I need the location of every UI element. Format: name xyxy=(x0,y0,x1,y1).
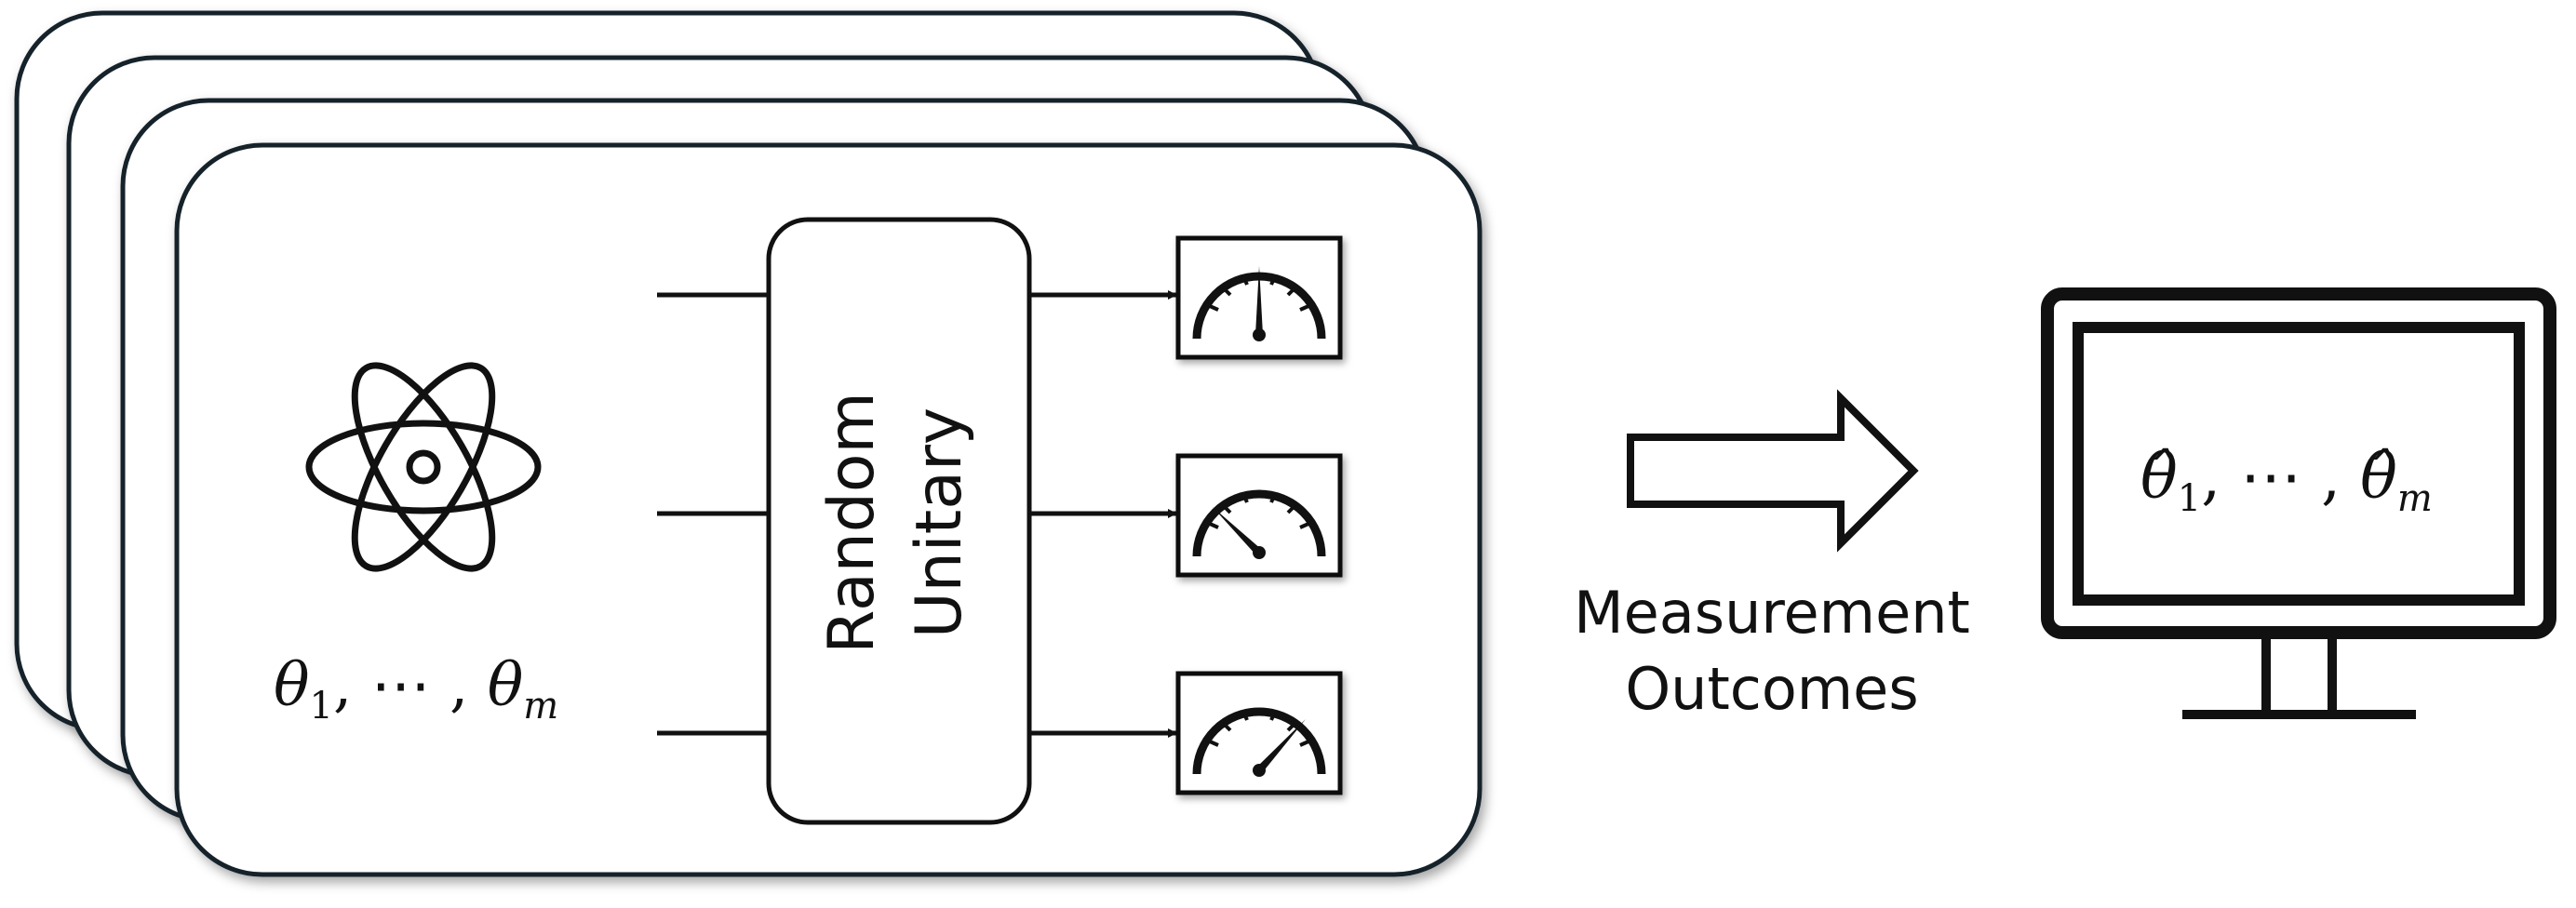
estimate-last: θ̂ xyxy=(2360,441,2397,513)
param-last-sub: m xyxy=(523,685,558,728)
param-last: θ xyxy=(488,651,524,720)
output-arrows xyxy=(1029,290,1177,738)
arrow-caption-line-2: Outcomes xyxy=(1625,655,1918,723)
estimate-last-sub: m xyxy=(2397,477,2433,520)
estimate-first-sub: 1 xyxy=(2178,477,2201,520)
gauge-icon xyxy=(1175,671,1343,795)
estimates-label: θ̂1, ⋯ , θ̂m xyxy=(2140,441,2433,520)
gauge-icon xyxy=(1175,453,1343,578)
hollow-right-arrow-icon xyxy=(1627,389,1919,553)
random-unitary-block: Random Unitary xyxy=(766,217,1032,825)
param-first: θ xyxy=(274,651,310,720)
estimate-first: θ̂ xyxy=(2140,441,2178,513)
arrow-caption-line-1: Measurement xyxy=(1574,579,1970,647)
atom-icon xyxy=(305,362,542,572)
computer-monitor-icon xyxy=(2041,287,2556,719)
block-label-line-2: Unitary xyxy=(903,407,976,638)
param-first-sub: 1 xyxy=(310,685,333,728)
block-label-line-1: Random xyxy=(815,392,889,654)
input-parameters-label: θ1, ⋯ , θm xyxy=(274,651,558,728)
param-sep: , ⋯ , xyxy=(333,651,488,720)
input-wires xyxy=(657,292,769,736)
gauge-icon xyxy=(1175,235,1343,360)
estimate-sep: , ⋯ , xyxy=(2201,441,2360,513)
